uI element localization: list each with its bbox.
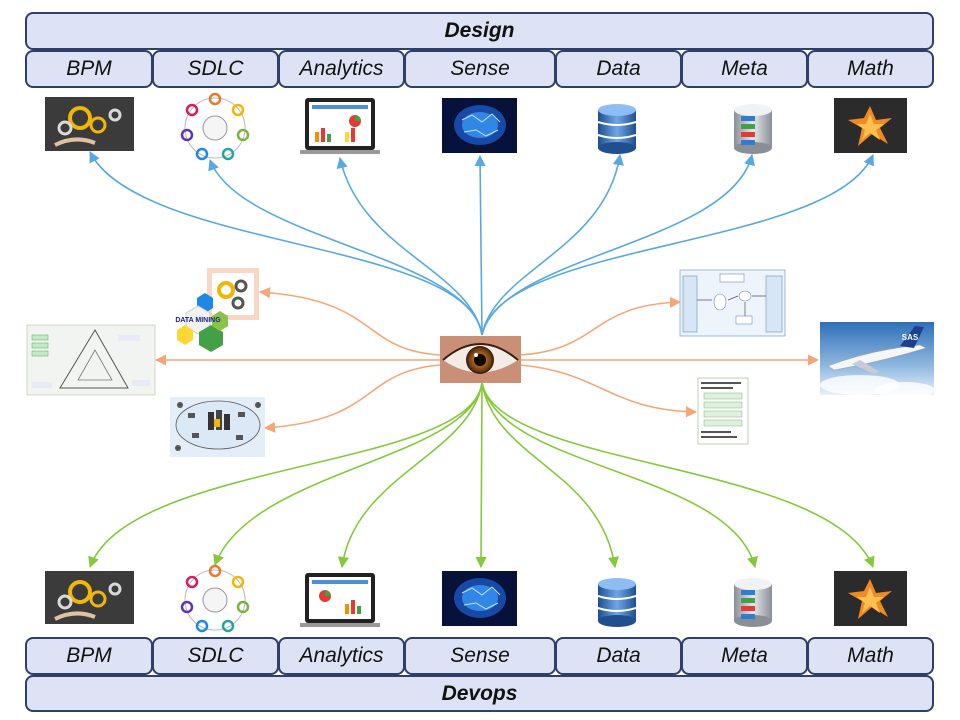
math-fractal-image (834, 98, 907, 153)
bottom-label-bpm: BPM (66, 644, 112, 667)
design-arrows (89, 151, 874, 336)
database-icon (597, 578, 637, 627)
math-fractal-image (834, 571, 907, 626)
data-mining-hexagons-image: DATA MINING (175, 268, 259, 352)
bpm-gears-image (45, 571, 134, 624)
top-label-sense: Sense (450, 57, 510, 80)
top-box-data: Data (555, 50, 682, 88)
top-box-meta: Meta (681, 50, 808, 88)
devops-arrows (88, 382, 875, 569)
bottom-box-bpm: BPM (25, 637, 153, 675)
top-thumbnails (45, 92, 907, 161)
top-label-data: Data (596, 57, 641, 80)
top-label-analytics: Analytics (299, 57, 384, 80)
flowchart-diagram-image (679, 269, 786, 337)
bottom-label-sdlc: SDLC (187, 644, 244, 667)
design-title: Design (444, 19, 515, 42)
triangle-diagram-image (26, 324, 156, 396)
bottom-label-analytics: Analytics (299, 644, 384, 667)
bottom-box-sense: Sense (404, 637, 556, 675)
top-box-analytics: Analytics (278, 50, 405, 88)
bottom-label-math: Math (847, 644, 894, 667)
top-label-math: Math (847, 57, 894, 80)
cloud-network-image (170, 397, 265, 457)
top-label-sdlc: SDLC (187, 57, 244, 80)
brain-circuit-image (442, 571, 517, 626)
bottom-label-meta: Meta (721, 644, 768, 667)
top-box-sense: Sense (404, 50, 556, 88)
bottom-box-meta: Meta (681, 637, 808, 675)
top-box-bpm: BPM (25, 50, 153, 88)
bottom-thumbnails (45, 564, 907, 633)
data-mining-text: DATA MINING (175, 317, 221, 324)
sdlc-cycle-image (180, 564, 250, 633)
devops-title: Devops (441, 681, 518, 705)
design-title-box: Design (25, 12, 934, 50)
database-icon (597, 104, 637, 154)
analytics-laptop-image (300, 98, 380, 154)
sdlc-cycle-image (180, 92, 250, 161)
top-box-sdlc: SDLC (152, 50, 279, 88)
sas-logo-text: SAS (902, 333, 919, 342)
bottom-box-data: Data (555, 637, 682, 675)
code-listing-image (697, 377, 749, 445)
airplane-image: SAS (820, 322, 935, 398)
bpm-gears-image (45, 97, 134, 151)
meta-database-icon (734, 578, 772, 627)
bottom-box-analytics: Analytics (278, 637, 405, 675)
bottom-label-sense: Sense (450, 644, 510, 667)
bottom-box-sdlc: SDLC (152, 637, 279, 675)
analytics-laptop-image (300, 573, 380, 627)
brain-circuit-image (442, 98, 517, 153)
top-label-meta: Meta (721, 57, 768, 80)
meta-database-icon (734, 104, 772, 154)
top-box-math: Math (807, 50, 934, 88)
bottom-box-math: Math (807, 637, 934, 675)
top-label-bpm: BPM (66, 57, 112, 80)
bottom-label-data: Data (596, 644, 641, 667)
eye-icon (440, 336, 521, 383)
side-arrows (154, 287, 820, 433)
devops-title-box: Devops (25, 675, 934, 712)
